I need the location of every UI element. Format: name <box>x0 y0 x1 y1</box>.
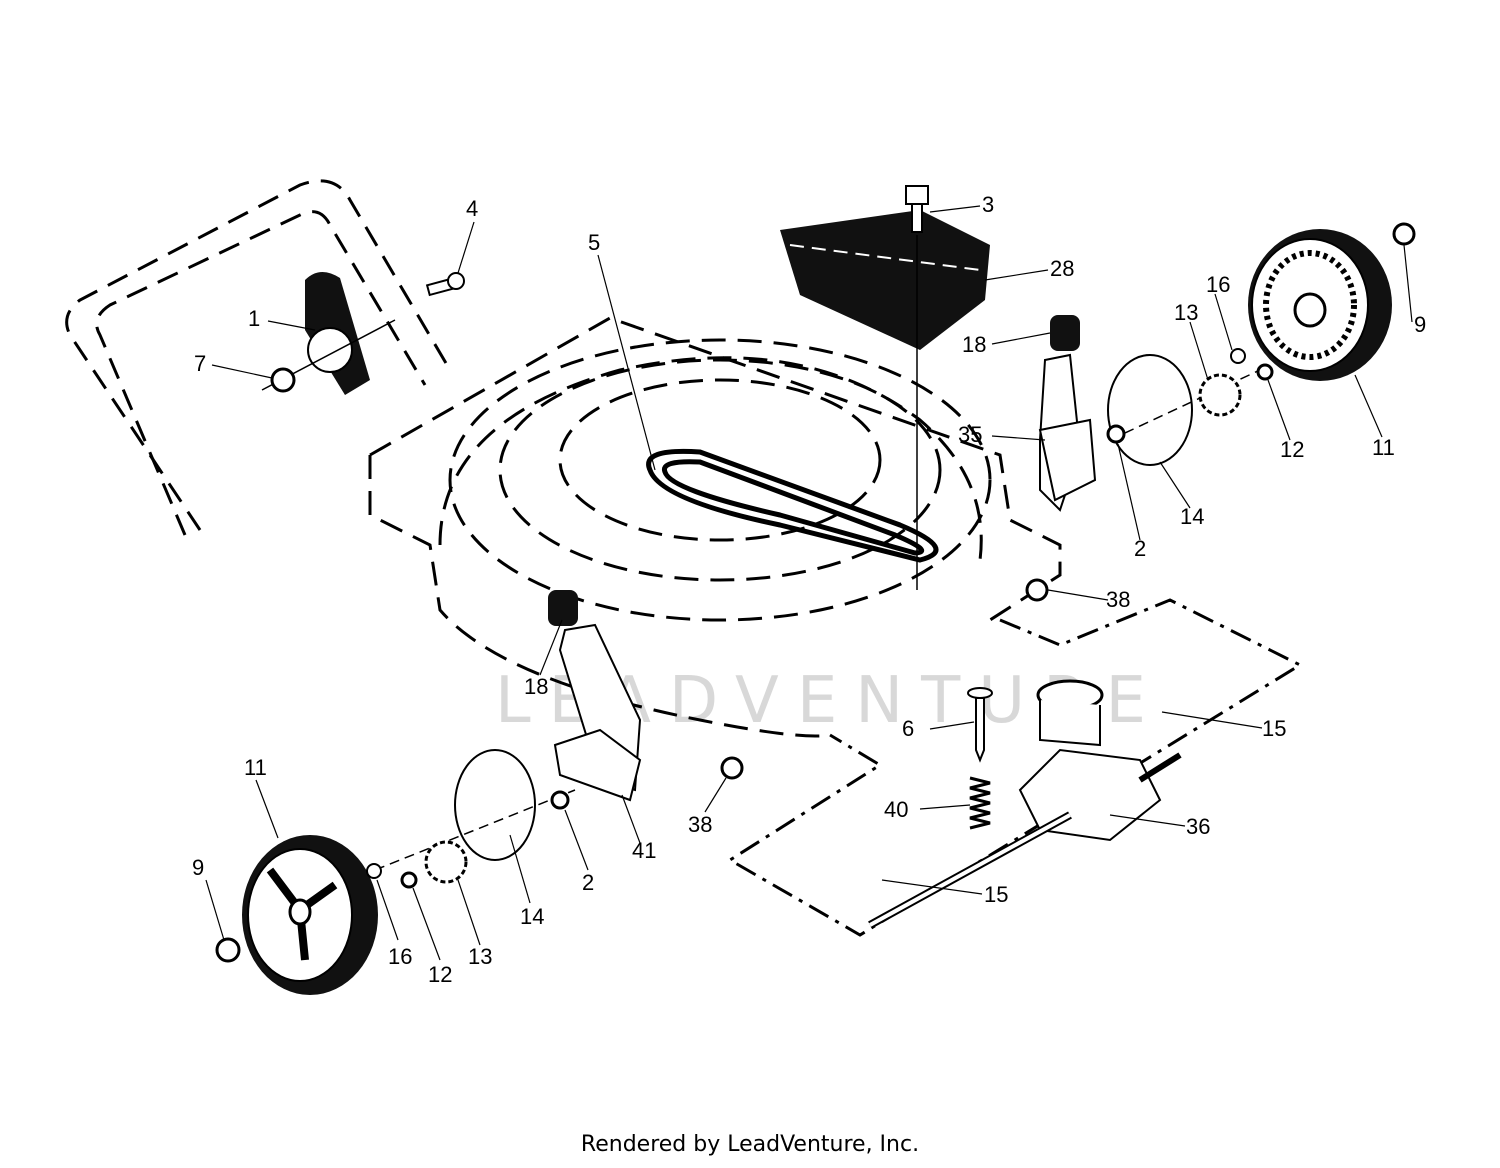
callout-14-left: 14 <box>520 904 544 929</box>
nut-7 <box>270 367 296 393</box>
callout-5: 5 <box>588 230 600 255</box>
bolt-3 <box>905 185 929 590</box>
handle-outline <box>65 179 452 536</box>
callout-4: 4 <box>466 196 478 221</box>
callout-13-right: 13 <box>1174 300 1198 325</box>
callout-36: 36 <box>1186 814 1210 839</box>
gear-right <box>1198 373 1242 417</box>
washer-2-right <box>1106 424 1126 444</box>
washer-2-left <box>550 790 570 810</box>
callout-18-left: 18 <box>524 674 548 699</box>
hubcap-right <box>1107 354 1261 466</box>
callout-labels: 1 4 7 5 3 28 18 16 13 9 35 12 11 14 2 38… <box>192 192 1426 987</box>
nut-9-right <box>1392 222 1416 246</box>
callout-7: 7 <box>194 351 206 376</box>
nut-38-left <box>720 756 744 780</box>
transmission-outline <box>727 598 1304 937</box>
callout-9-right: 9 <box>1414 312 1426 337</box>
washer-16-left <box>366 863 382 879</box>
callout-16-left: 16 <box>388 944 412 969</box>
callout-13-left: 13 <box>468 944 492 969</box>
height-lever-left <box>548 590 642 802</box>
height-adjuster-left <box>261 271 396 395</box>
callout-12-right: 12 <box>1280 437 1304 462</box>
nut-38-right <box>1025 578 1049 602</box>
drive-belt <box>646 448 939 563</box>
callout-3: 3 <box>982 192 994 217</box>
callout-9-left: 9 <box>192 855 204 880</box>
washer-16-right <box>1230 348 1246 364</box>
gear-left <box>424 840 468 884</box>
callout-6: 6 <box>902 716 914 741</box>
callout-35: 35 <box>958 422 982 447</box>
wheel-right <box>1248 229 1392 381</box>
callout-11-right: 11 <box>1372 435 1395 460</box>
callout-41: 41 <box>632 838 656 863</box>
callout-18-top: 18 <box>962 332 986 357</box>
spring-40 <box>969 776 991 830</box>
bolt-4 <box>425 272 465 297</box>
callout-38-left: 38 <box>688 812 712 837</box>
callout-38-right: 38 <box>1106 587 1130 612</box>
ring-12-left <box>400 871 418 889</box>
ring-12-right <box>1256 363 1274 381</box>
callout-2-right: 2 <box>1134 536 1146 561</box>
callout-28: 28 <box>1050 256 1074 281</box>
belt-cover <box>780 210 990 350</box>
wheel-left <box>242 835 378 995</box>
callout-15-right: 15 <box>1262 716 1286 741</box>
callout-11-left: 11 <box>244 755 267 780</box>
callout-40: 40 <box>884 797 908 822</box>
pin-6 <box>967 687 993 763</box>
nut-9-left <box>215 937 241 963</box>
callout-1: 1 <box>248 306 260 331</box>
footer-credit: Rendered by LeadVenture, Inc. <box>580 1132 920 1157</box>
leader-lines <box>205 205 1413 961</box>
callout-14-right: 14 <box>1180 504 1204 529</box>
callout-12-left: 12 <box>428 962 452 987</box>
callout-2-left: 2 <box>582 870 594 895</box>
callout-16-right: 16 <box>1206 272 1230 297</box>
hubcap-left <box>374 749 576 871</box>
callout-15-left: 15 <box>984 882 1008 907</box>
height-lever-right <box>1038 315 1097 512</box>
